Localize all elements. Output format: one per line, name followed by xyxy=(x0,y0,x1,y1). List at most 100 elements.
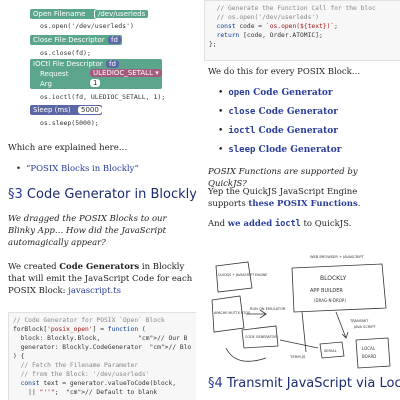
ioctl-request-label: Request xyxy=(40,70,69,78)
code-line: return [code, Order.ATOMIC]; xyxy=(216,32,323,39)
section-4-number: §4 xyxy=(208,376,223,391)
open-path-field[interactable]: /dev/userleds xyxy=(94,9,150,19)
bullet-function-name: ioctl xyxy=(228,126,256,136)
ioctl-arg-label: Arg xyxy=(40,80,52,88)
bullet-dot: • xyxy=(16,164,22,174)
ioctl-label: IOCtl File Descriptor xyxy=(33,60,103,68)
sketch-transmit: TRANSMIT xyxy=(349,319,369,323)
code-line: // Fetch the Filename Parameter xyxy=(13,362,139,369)
ioctl-request-value: ULEDIOC_SETALL xyxy=(93,69,153,77)
sketch-quickjs: QUICKJS + JAVASCRIPT ENGINE xyxy=(218,273,267,277)
generator-bullet-item[interactable]: •close Code Generator xyxy=(218,107,338,117)
code-block-return: // Generate the Function Call for the bl… xyxy=(204,0,400,61)
term-arrow xyxy=(301,311,307,353)
code-line: forBlock['posix_open'] = function ( xyxy=(13,326,146,333)
every-block-text: We do this for every POSIX Block… xyxy=(208,67,361,77)
blockly-app-box: BLOCKLY APP BUILDER (DRAG-N-DROP) xyxy=(291,263,387,313)
sketch-term: TERM.JS xyxy=(289,354,306,359)
generator-bullet-item[interactable]: • ioctl Code Generator xyxy=(218,126,338,136)
transmit-arrow xyxy=(335,311,349,339)
close-fd-block[interactable]: Close File Descriptor fd xyxy=(30,35,122,45)
code-line: generator: Blockly.CodeGenerator "cm">//… xyxy=(13,344,192,351)
ioctl-arg-field[interactable]: 1 xyxy=(90,79,101,87)
posix-blocks-link[interactable]: “POSIX Blocks in Blockly” xyxy=(26,164,139,174)
bullet-dot: • xyxy=(218,107,224,117)
bullet-label: Code Generator xyxy=(255,107,339,117)
emulator-arrow xyxy=(246,309,268,319)
code-line: block: Blockly.Block, "cm">// Our B xyxy=(13,335,188,342)
loop-arrow xyxy=(225,347,267,362)
code-line: || "''"; "cm">// Default to blank xyxy=(13,389,158,396)
ioctl-added-text: And we added ioctl to QuickJS. xyxy=(208,218,394,230)
open-filename-label: Open Filename xyxy=(33,10,86,18)
code-line: const text = generator.valueToCode(block… xyxy=(20,380,177,387)
sketch-webbrowser: WEB BROWSER + JAVASCRIPT xyxy=(310,255,365,259)
explained-text: Which are explained here… xyxy=(8,143,128,153)
code-line: // Code Generator for POSIX `Open` Block xyxy=(13,317,165,324)
code-line: }; xyxy=(209,41,217,48)
left-column: Open Filename /dev/userleds os.open('/de… xyxy=(0,0,196,400)
section-3-number: §3 xyxy=(8,187,23,202)
generator-bullet-item[interactable]: • open Code Generator xyxy=(218,88,333,98)
section-4-heading: §4 Transmit JavaScript via Local xyxy=(208,376,400,391)
automagic-question: We dragged the POSIX Blocks to our Blink… xyxy=(8,214,167,248)
added-text-1: And xyxy=(208,219,226,229)
sleep-value-field[interactable]: 5000 xyxy=(78,106,102,114)
para-text-1: We created xyxy=(8,262,57,272)
close-fd-var[interactable]: fd xyxy=(108,36,121,44)
bullet-label: Code Generator xyxy=(250,88,333,98)
close-statement: os.close(fd); xyxy=(40,49,91,57)
quickjs-box: QUICKJS + JAVASCRIPT ENGINE xyxy=(215,261,267,293)
ioctl-mono: ioctl xyxy=(275,219,301,229)
sketch-java: JAVA SCRIPT xyxy=(353,325,377,329)
ioctl-fd-var[interactable]: fd xyxy=(106,60,119,68)
we-added-ioctl-link[interactable]: we added ioctl xyxy=(228,219,301,229)
serial-arrow xyxy=(279,339,319,349)
ioctl-block[interactable]: IOCtl File Descriptor fd Request ULEDIOC… xyxy=(30,59,162,89)
code-line: const code = `os.open(${text})`; xyxy=(216,23,338,30)
local-board-box: LOCAL BOARD xyxy=(355,337,391,369)
sketch-board: BOARD xyxy=(362,354,376,359)
code-generator-box: CODE GENERATOR xyxy=(241,325,279,349)
para-text-2: in Blockly that will emit the JavaScript… xyxy=(8,262,193,296)
quickjs-question: POSIX Functions are supported by QuickJS… xyxy=(208,167,358,189)
sketch-run-emulator: RUN ON EMULATOR xyxy=(250,307,286,311)
code-block-generator: // Code Generator for POSIX `Open` Block… xyxy=(8,312,196,400)
yep-text: Yep the QuickJS JavaScript Engine suppor… xyxy=(208,187,358,209)
bullet-dot: • xyxy=(218,126,224,136)
generator-bullet-item[interactable]: • sleep Clode Generator xyxy=(218,145,341,155)
sketch-dragdrop: (DRAG-N-DROP) xyxy=(314,298,346,303)
right-column: // Generate the Function Call for the bl… xyxy=(204,0,400,400)
open-statement: os.open('/dev/userleds') xyxy=(40,22,134,30)
open-filename-block[interactable]: Open Filename /dev/userleds xyxy=(30,9,150,19)
bullet-function-name: open xyxy=(228,88,250,98)
posix-functions-link[interactable]: these POSIX Functions xyxy=(248,199,358,209)
ioctl-statement: os.ioctl(fd, ULEDIOC_SETALL, 1); xyxy=(40,93,166,101)
sketch-blockly: BLOCKLY xyxy=(320,275,347,282)
architecture-sketch: QUICKJS + JAVASCRIPT ENGINE APACHE NUTTX… xyxy=(211,255,391,369)
quickjs-answer: Yep the QuickJS JavaScript Engine suppor… xyxy=(208,186,394,210)
sketch-serial: SERIAL xyxy=(324,349,337,353)
bullet-dot: • xyxy=(218,145,224,155)
sleep-statement: os.sleep(5000); xyxy=(40,119,99,127)
blockly-workspace[interactable]: Open Filename /dev/userleds os.open('/de… xyxy=(0,0,196,134)
section-3-heading: §3 Code Generator in Blockly xyxy=(8,187,196,202)
code-line: ) { xyxy=(13,353,25,360)
sleep-label: Sleep (ms) xyxy=(33,106,71,114)
bullet-function-name: sleep xyxy=(228,145,256,155)
sleep-block[interactable]: Sleep (ms) 5000 xyxy=(30,105,102,115)
sketch-code-gen: CODE GENERATOR xyxy=(245,335,277,339)
ioctl-request-field[interactable]: ULEDIOC_SETALL ▾ xyxy=(90,69,162,77)
bullet-label: Code Generator xyxy=(255,126,339,136)
javascript-ts-link[interactable]: javascript.ts xyxy=(68,286,122,296)
sketch-apache: APACHE NUTTX RTOS xyxy=(214,311,250,315)
serial-box: SERIAL xyxy=(319,341,345,359)
code-line: // os.open('/dev/userleds') xyxy=(209,14,319,21)
added-text-2: to QuickJS. xyxy=(303,219,352,229)
posix-blocks-bullet: • “POSIX Blocks in Blockly” xyxy=(16,163,196,175)
code-generator-paragraph: We created Code Generators in Blockly th… xyxy=(8,261,194,297)
close-fd-label: Close File Descriptor xyxy=(33,36,105,44)
code-line: // from the Block: '/dev/userleds' xyxy=(13,371,150,378)
bullet-dot: • xyxy=(218,88,224,98)
bullet-label: Clode Generator xyxy=(255,145,342,155)
